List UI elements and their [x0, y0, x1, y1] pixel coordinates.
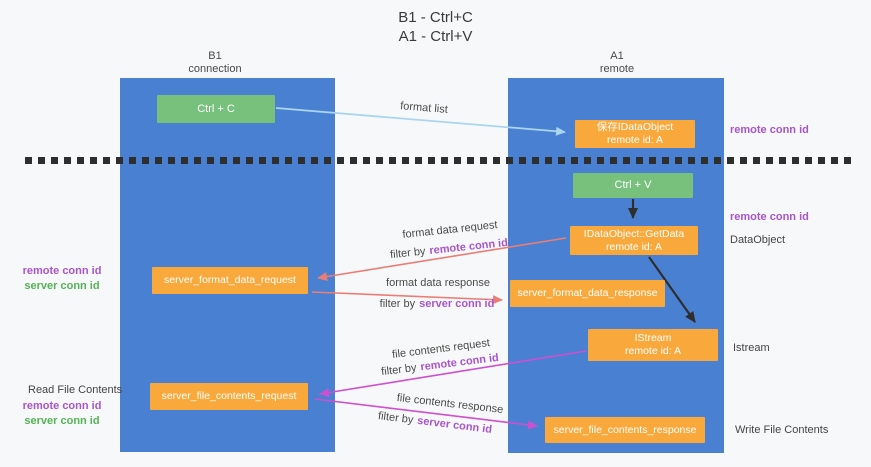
- save-idataobject-line1: 保存IDataObject: [596, 121, 674, 133]
- file-contents-response-label: file contents response: [396, 391, 504, 417]
- server-file-contents-response-box: server_file_contents_response: [545, 417, 705, 443]
- server-conn-id-text: server conn id: [416, 414, 493, 436]
- server-format-data-request-label: server_format_data_request: [164, 274, 296, 286]
- lane-a1-name: A1: [610, 50, 624, 62]
- diagram-title: B1 - Ctrl+C A1 - Ctrl+V: [0, 8, 871, 46]
- lane-b1-role: connection: [188, 63, 242, 75]
- idataobject-getdata-box: IDataObject::GetData remote id: A: [570, 226, 698, 255]
- istream-line1: IStream: [634, 332, 672, 344]
- save-idataobject-box: 保存IDataObject remote id: A: [575, 120, 695, 148]
- server-format-data-response-box: server_format_data_response: [510, 280, 665, 307]
- server-format-data-response-label: server_format_data_response: [517, 287, 658, 299]
- write-file-contents-label: Write File Contents: [735, 424, 829, 436]
- remote-conn-id-text: remote conn id: [428, 236, 509, 258]
- dashed-separator-line: [25, 157, 852, 164]
- lane-header-a1: A1 remote: [562, 50, 672, 76]
- ctrl-v-label: Ctrl + V: [614, 179, 652, 191]
- left-remote-conn-id-1: remote conn id: [22, 265, 102, 277]
- format-list-label: format list: [399, 100, 449, 116]
- server-file-contents-request-label: server_file_contents_request: [161, 390, 297, 402]
- left-conn-id-block-2: remote conn id server conn id: [12, 399, 112, 429]
- getdata-line1: IDataObject::GetData: [583, 227, 685, 240]
- left-conn-id-block-1: remote conn id server conn id: [12, 264, 112, 294]
- left-server-conn-id-1: server conn id: [24, 280, 100, 292]
- server-file-contents-response-label: server_file_contents_response: [553, 423, 697, 436]
- right-remote-conn-id-mid: remote conn id: [730, 211, 809, 223]
- filter-by-text: filter by: [377, 410, 415, 427]
- getdata-line2: remote id: A: [605, 240, 663, 253]
- lane-header-b1: B1 connection: [160, 50, 270, 76]
- dataobject-label: DataObject: [730, 234, 786, 246]
- server-format-data-request-box: server_format_data_request: [152, 267, 308, 294]
- ctrl-c-label: Ctrl + C: [197, 102, 235, 115]
- right-remote-conn-id-top: remote conn id: [730, 124, 809, 136]
- filter-by-text: filter by: [389, 245, 427, 262]
- istream-box: IStream remote id: A: [588, 329, 718, 361]
- format-data-request-label: format data request: [401, 219, 499, 241]
- save-idataobject-line2: remote id: A: [606, 134, 664, 146]
- read-file-contents-label: Read File Contents: [28, 384, 123, 396]
- ctrl-c-box: Ctrl + C: [157, 95, 275, 123]
- filter-by-text: filter by: [379, 298, 416, 310]
- lane-a1-role: remote: [599, 63, 635, 75]
- title-line-1: B1 - Ctrl+C: [398, 9, 473, 26]
- lane-b1-name: B1: [208, 50, 222, 62]
- left-remote-conn-id-2: remote conn id: [22, 400, 102, 412]
- title-line-2: A1 - Ctrl+V: [398, 28, 473, 45]
- server-conn-id-text: server conn id: [419, 298, 495, 310]
- filter-by-text: filter by: [380, 361, 418, 379]
- format-data-response-label: format data response: [386, 277, 490, 289]
- server-file-contents-request-box: server_file_contents_request: [150, 383, 308, 410]
- left-server-conn-id-2: server conn id: [24, 415, 100, 427]
- istream-line2: remote id: A: [624, 345, 682, 357]
- ctrl-v-box: Ctrl + V: [573, 173, 693, 198]
- istream-side-label: Istream: [733, 342, 770, 354]
